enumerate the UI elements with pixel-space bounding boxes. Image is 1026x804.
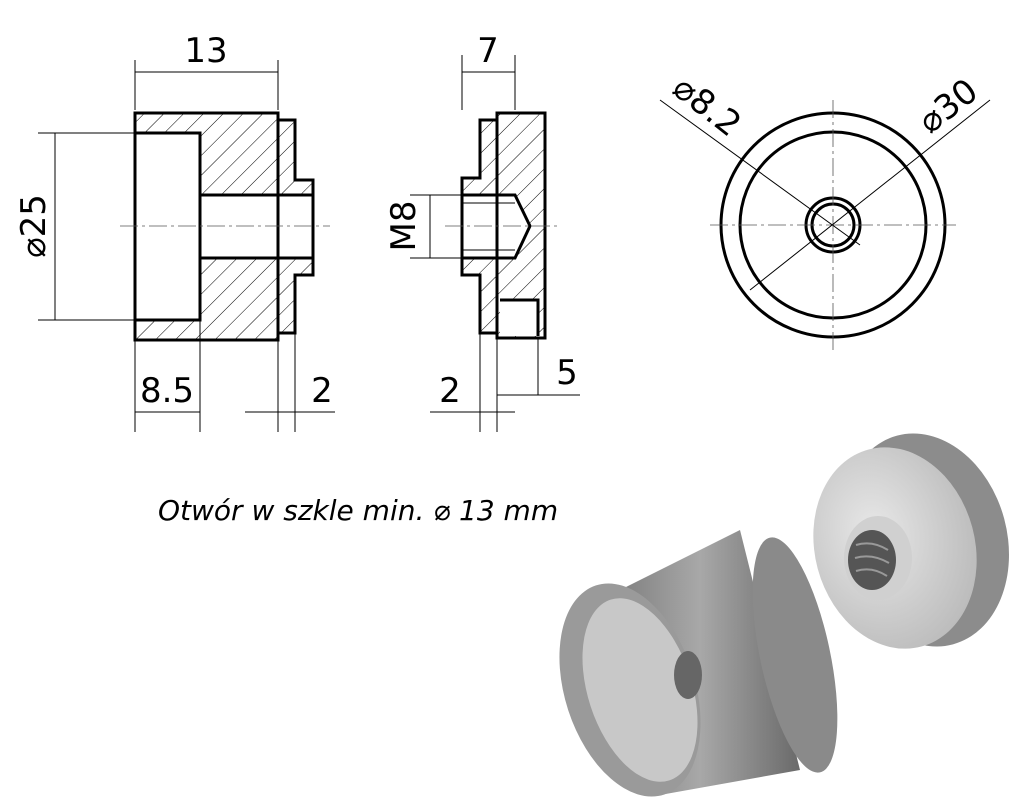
dim-head-5: 5 xyxy=(556,353,578,393)
front-view: ⌀8.2 ⌀30 xyxy=(659,68,991,350)
left-section-view: 13 ⌀25 8.5 2 xyxy=(14,31,335,432)
dim-width-13: 13 xyxy=(184,31,227,71)
dim-diameter-30: ⌀30 xyxy=(911,71,986,142)
middle-section-view: 7 M8 2 5 xyxy=(384,31,580,432)
dim-step-2-middle: 2 xyxy=(439,371,461,411)
dim-step-2-left: 2 xyxy=(311,371,333,411)
dim-recess-8-5: 8.5 xyxy=(140,371,194,411)
dim-diameter-25: ⌀25 xyxy=(14,194,54,258)
render-cup-part xyxy=(559,530,838,797)
render-disc-part xyxy=(813,433,1009,649)
dim-thread-m8: M8 xyxy=(384,201,424,252)
dim-width-7: 7 xyxy=(477,31,499,71)
glass-hole-note: Otwór w szkle min. ⌀ 13 mm xyxy=(158,494,558,527)
